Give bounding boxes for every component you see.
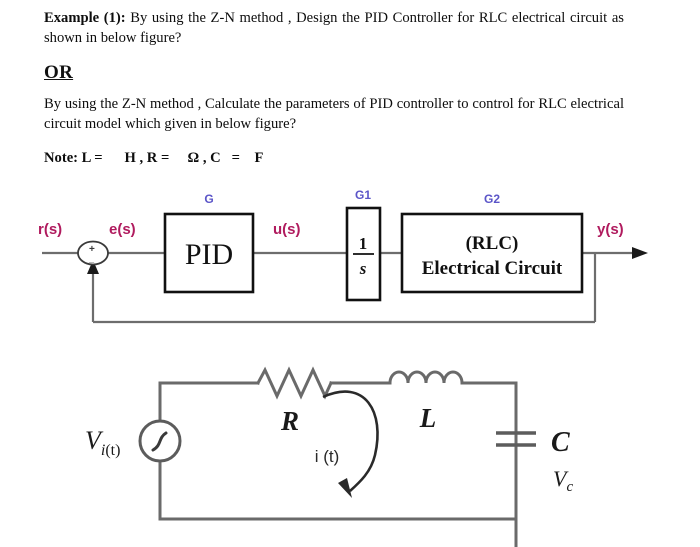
example-body: By using the Z-N method , Design the PID…: [44, 10, 624, 46]
summing-junction-plus-sign: +: [89, 244, 95, 255]
feedback-arrow-icon: [87, 260, 99, 274]
note-line: Note: L = H , R = Ω , C = F: [44, 150, 264, 166]
block-rlc: [400, 212, 584, 294]
example-paragraph: Example (1): By using the Z-N method , D…: [44, 8, 624, 48]
block-rlc-line1: (RLC): [466, 233, 519, 254]
output-arrow-icon: [632, 247, 648, 259]
integrator-numerator: 1: [359, 234, 368, 253]
inductor-label: L: [419, 403, 437, 433]
block-tag-g2: G2: [484, 192, 500, 206]
current-label: i (t): [315, 447, 340, 466]
or-divider-label: OR: [44, 62, 74, 83]
block-pid: [163, 212, 255, 294]
capacitor-voltage-label: Vc: [553, 466, 573, 495]
capacitor-voltage-sub: c: [566, 479, 573, 495]
capacitor-symbol: [496, 431, 536, 447]
ac-waveform-icon: [151, 431, 168, 452]
capacitor-label: C: [551, 427, 570, 458]
inductor-symbol: [388, 370, 464, 385]
rlc-circuit-diagram: R L C Vc Vi(t) i (t): [0, 350, 700, 547]
source-label-tail: (t): [105, 442, 120, 459]
summing-junction: [77, 240, 109, 266]
control-block-diagram: + _ PID G 1 s G1 (RLC) Electrical Circui…: [0, 186, 700, 336]
signal-label-output: y(s): [597, 221, 624, 238]
example-lead: Example (1):: [44, 10, 126, 26]
alternate-paragraph: By using the Z-N method , Calculate the …: [44, 96, 624, 132]
block-tag-g1: G1: [355, 188, 371, 202]
capacitor-voltage-main: V: [553, 466, 569, 491]
current-arrow-head-icon: [338, 478, 352, 498]
problem-text-block: Example (1): By using the Z-N method , D…: [44, 8, 624, 134]
summing-junction-minus-sign: _: [88, 254, 95, 264]
source-label-main: V: [85, 426, 104, 455]
signal-label-control: u(s): [273, 221, 301, 238]
integrator-denominator: s: [359, 259, 367, 278]
block-pid-label: PID: [185, 238, 233, 271]
block-tag-g: G: [204, 192, 213, 206]
resistor-symbol: [255, 366, 333, 400]
current-loop-arrow: [322, 390, 379, 492]
signal-label-input: r(s): [38, 221, 62, 238]
source-label-sub: i: [101, 442, 105, 459]
signal-label-error: e(s): [109, 221, 136, 238]
block-rlc-line2: Electrical Circuit: [422, 258, 563, 279]
source-label: Vi(t): [85, 426, 120, 459]
resistor-label: R: [280, 406, 299, 436]
diagram-wires: [42, 251, 632, 324]
